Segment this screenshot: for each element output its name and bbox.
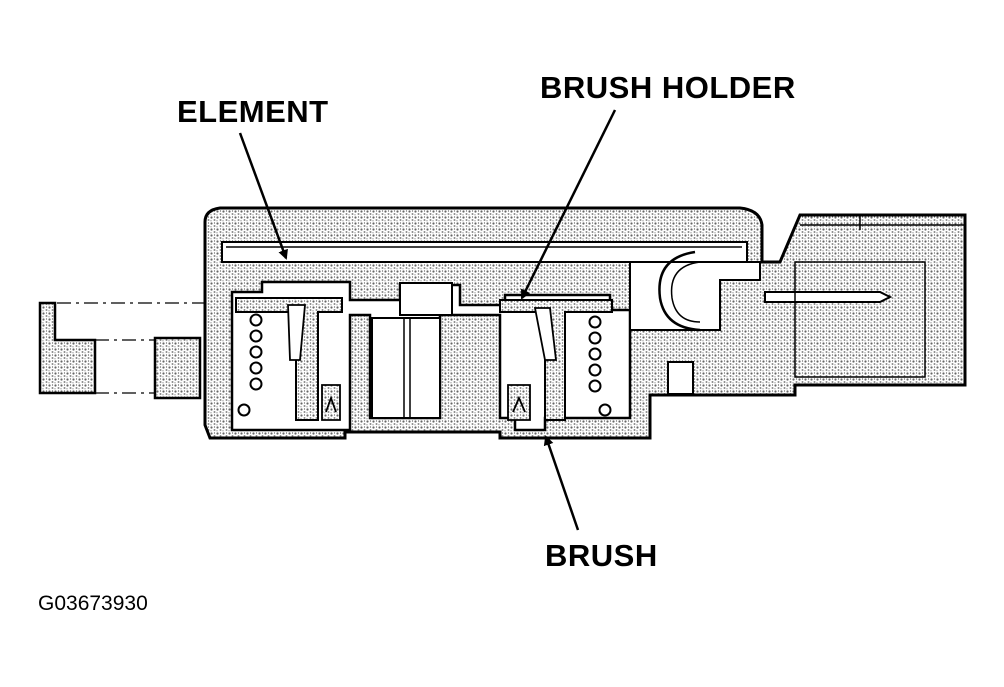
leader-lines [238,109,617,531]
rotor-shaft [371,282,453,419]
connector-section [629,215,965,395]
brush-leader [543,435,580,531]
element-strip [221,241,748,263]
left-terminal-block [38,301,97,395]
right-spring [588,315,612,417]
brush-holder-label: BRUSH HOLDER [540,70,796,105]
left-brush-holder [235,297,343,421]
left-shaft [153,336,202,400]
brush-holder-leader [520,109,617,300]
element-label: ELEMENT [177,94,329,129]
left-spring [237,313,263,417]
right-brush-holder [499,299,613,421]
brush-label: BRUSH [545,538,658,573]
element-leader [238,132,288,260]
figure-id: G03673930 [38,592,148,615]
